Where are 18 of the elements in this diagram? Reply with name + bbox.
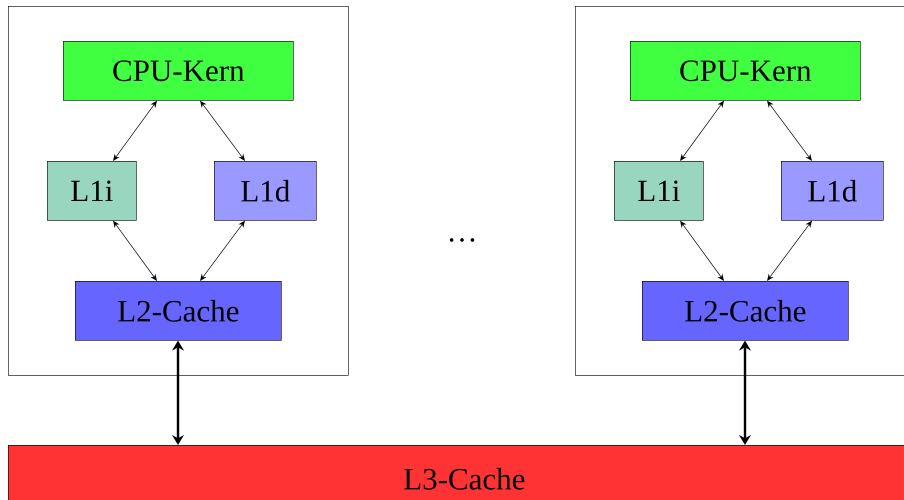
arrow (680, 100, 724, 161)
core-frame (575, 6, 904, 376)
core-box: CPU-Kern (630, 41, 861, 101)
ellipsis-label: … (450, 238, 474, 242)
arrow (200, 100, 245, 161)
arrow (767, 100, 812, 161)
cache-box: L2-Cache (642, 281, 849, 341)
cache-box: L2-Cache (75, 281, 282, 341)
arrow (680, 220, 724, 281)
cache-box: L1d (781, 161, 884, 221)
cache-box: L1i (614, 161, 704, 221)
core-frame (8, 6, 349, 376)
arrow (200, 220, 245, 281)
arrow (767, 220, 812, 281)
cache-bar: L3-Cache (8, 445, 904, 500)
core-box: CPU-Kern (63, 41, 294, 101)
cache-box: L1d (214, 161, 317, 221)
cache-box: L1i (47, 161, 137, 221)
